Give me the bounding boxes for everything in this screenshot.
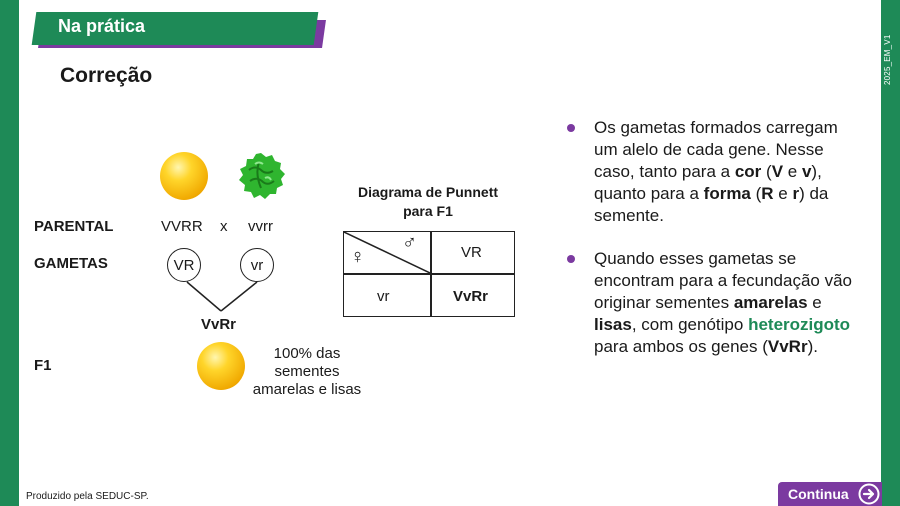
bullet-list: Os gametas formados carregam um alelo de… <box>566 117 856 379</box>
parental-label: PARENTAL <box>34 218 114 235</box>
gamete2-label: vr <box>250 256 264 274</box>
gamete-circle-vr-upper: VR <box>167 248 201 282</box>
left-border <box>0 0 19 506</box>
f1-desc-line1: 100% das <box>273 345 341 362</box>
bullet-dot-icon <box>567 124 575 132</box>
male-symbol-icon: ♂ <box>402 232 417 254</box>
continue-label: Continua <box>788 486 849 502</box>
parent2-genotype: vvrr <box>248 218 273 235</box>
right-border: 2025_EM_V1 <box>881 0 900 506</box>
punnett-title-line1: Diagrama de Punnett <box>357 184 499 200</box>
corner-diagonal <box>344 232 430 273</box>
cross-symbol: x <box>220 218 228 235</box>
bullet-item-1: Os gametas formados carregam um alelo de… <box>566 117 856 227</box>
offspring-genotype: VvRr <box>201 316 237 333</box>
punnett-title: Diagrama de Punnett para F1 <box>338 183 518 221</box>
gamete1-label: VR <box>173 256 195 274</box>
arrow-right-icon <box>858 483 880 505</box>
green-wrinkled-pea-icon <box>239 153 285 199</box>
continue-button[interactable]: Continua <box>778 482 882 506</box>
bullet-dot-icon <box>567 255 575 263</box>
page-title: Correção <box>60 64 153 87</box>
f1-desc-line3: amarelas e lisas <box>252 381 362 398</box>
punnett-result: VvRr <box>453 288 489 305</box>
punnett-grid: ♀ ♂ VR vr VvRr <box>343 231 515 317</box>
banner-title: Na prática <box>58 16 146 36</box>
yellow-pea-icon <box>160 152 208 200</box>
female-symbol-icon: ♀ <box>350 246 365 268</box>
punnett-title-line2: para F1 <box>403 203 453 219</box>
female-gamete-header: vr <box>377 288 390 305</box>
f1-label: F1 <box>34 357 52 374</box>
f1-desc-line2: sementes <box>274 363 340 380</box>
male-gamete-header: VR <box>461 244 482 261</box>
f1-description: 100% das sementes amarelas e lisas <box>248 345 366 399</box>
gametas-label: GAMETAS <box>34 255 108 272</box>
footer-credit: Produzido pela SEDUC-SP. <box>26 491 149 502</box>
bullet-item-2: Quando esses gametas se encontram para a… <box>566 248 856 358</box>
f1-yellow-pea-icon <box>197 342 245 390</box>
gamete-circle-vr-lower: vr <box>240 248 274 282</box>
grid-horizontal-line <box>344 273 514 275</box>
parent1-genotype: VVRR <box>161 218 203 235</box>
